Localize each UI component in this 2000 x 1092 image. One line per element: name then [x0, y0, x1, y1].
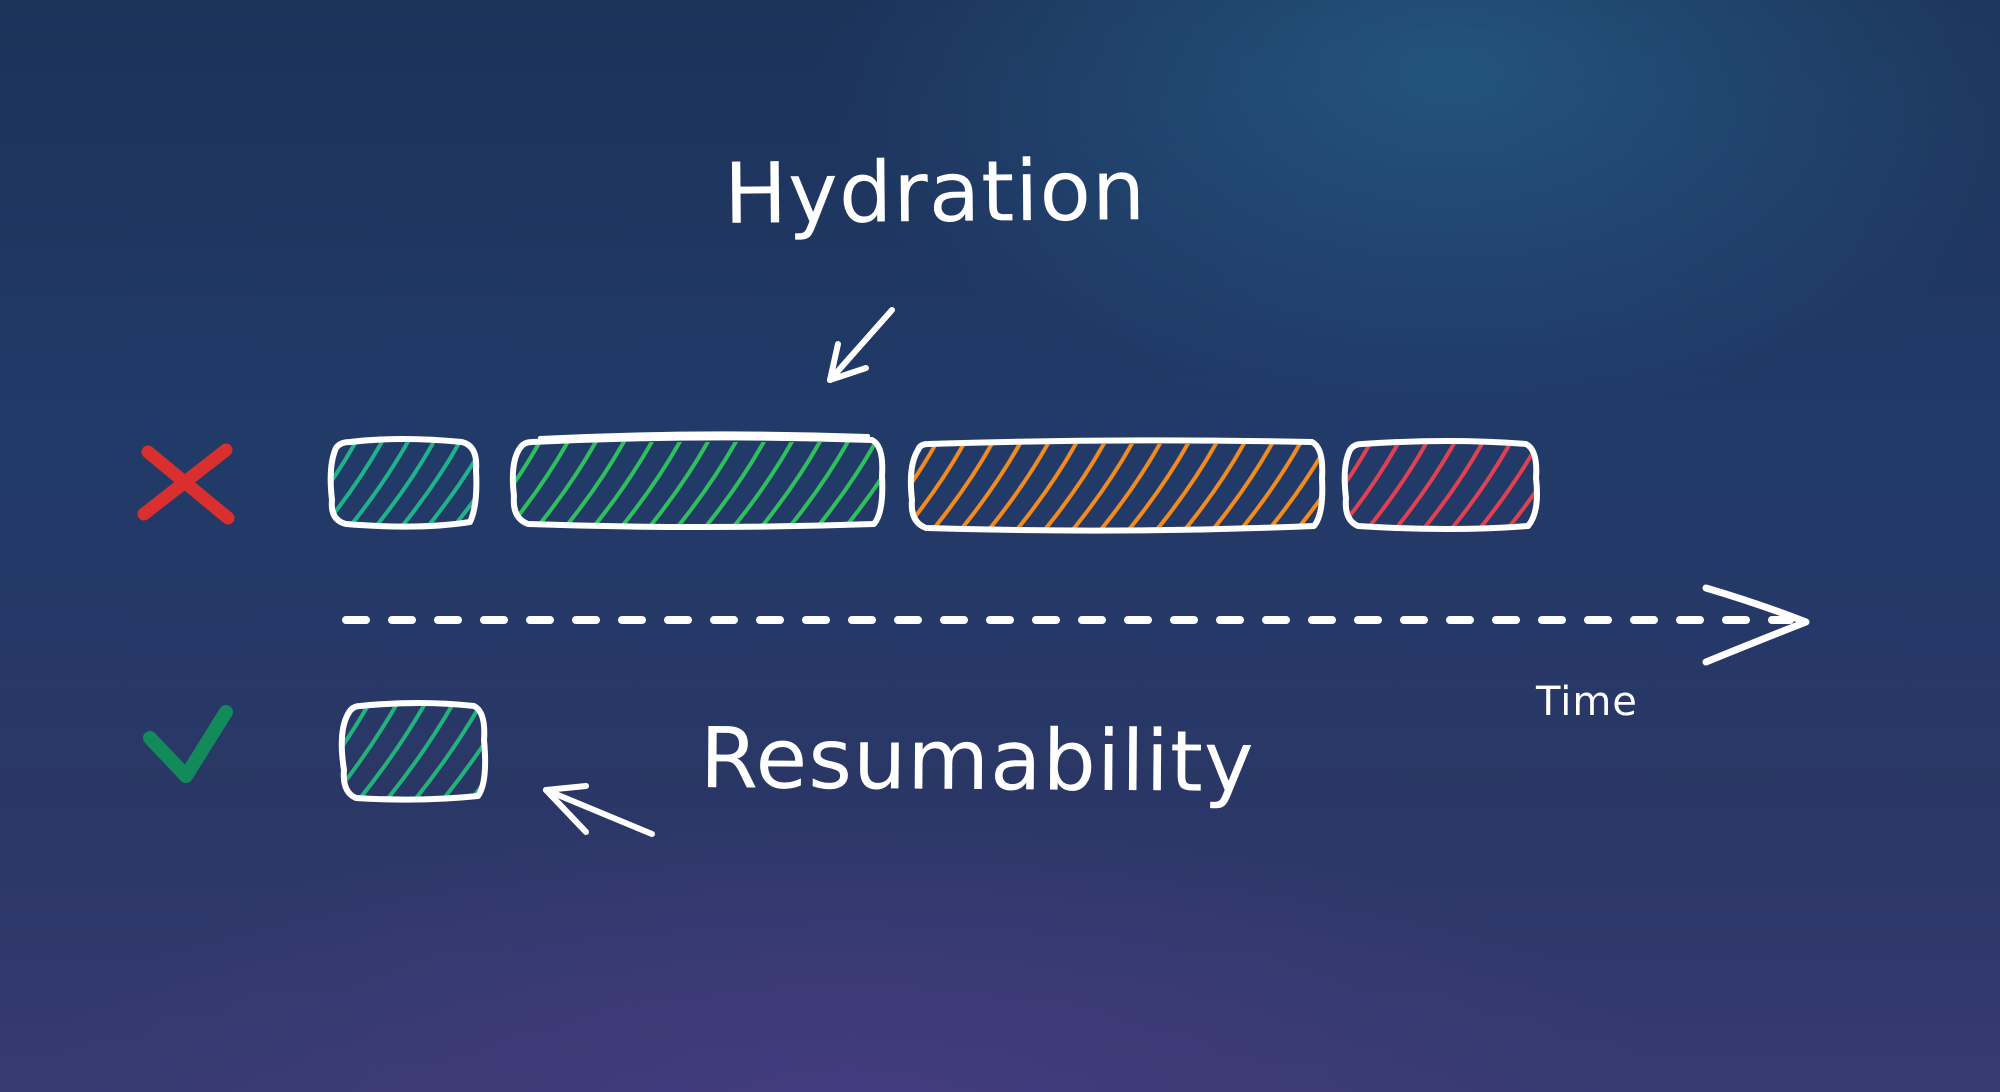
hatch-stroke	[1125, 444, 1192, 528]
hatch-stroke	[589, 442, 656, 526]
check-mark-icon	[143, 705, 233, 783]
hatch-stroke	[929, 444, 996, 528]
hatch-stroke	[355, 706, 428, 798]
hydration-step-box-4	[1341, 438, 1540, 532]
hatch-stroke	[345, 442, 412, 526]
hatch-stroke	[1419, 444, 1486, 528]
hatch-stroke	[342, 706, 372, 798]
hydration-step-box-3	[907, 437, 1326, 534]
resumability-label: Resumability	[699, 709, 1255, 811]
hatch-stroke	[477, 438, 540, 530]
hatch-stroke	[757, 442, 824, 526]
hatch-stroke	[841, 442, 882, 526]
hatch-stroke	[439, 706, 484, 798]
hatch-stroke	[1181, 444, 1248, 528]
hatch-stroke	[813, 442, 880, 526]
hatch-stroke	[1344, 444, 1374, 528]
hatch-stroke	[957, 444, 1024, 528]
hatch-stroke	[1293, 444, 1322, 528]
hatch-stroke	[411, 706, 484, 798]
hatch-stroke	[1237, 444, 1304, 528]
hatch-stroke	[1503, 444, 1536, 528]
hatch-stroke	[1447, 444, 1514, 528]
hatch-stroke	[1153, 444, 1220, 528]
hatch-stroke	[617, 442, 684, 526]
hatch-stroke	[673, 442, 740, 526]
hatch-stroke	[1097, 444, 1164, 528]
resumability-arrow	[543, 783, 655, 837]
hatch-stroke	[533, 442, 600, 526]
hatch-stroke	[342, 706, 400, 798]
hatch-stroke	[342, 706, 344, 798]
hatch-stroke	[1265, 444, 1322, 528]
hatch-stroke	[1391, 444, 1458, 528]
hatch-stroke	[985, 444, 1052, 528]
hatch-stroke	[1344, 444, 1346, 528]
hatch-stroke	[701, 442, 768, 526]
hatch-stroke	[423, 442, 474, 526]
hatch-stroke	[332, 442, 386, 526]
hatch-stroke	[1363, 444, 1430, 528]
hydration-step-box-1	[327, 436, 540, 530]
hatch-stroke	[910, 444, 940, 528]
hatch-stroke	[383, 706, 456, 798]
hatch-stroke	[371, 442, 438, 526]
hatch-stroke	[1041, 444, 1108, 528]
hatch-stroke	[561, 442, 628, 526]
hatch-stroke	[332, 442, 334, 526]
hatch-stroke	[397, 442, 464, 526]
hatch-stroke	[1069, 444, 1136, 528]
hatch-stroke	[514, 442, 544, 526]
hatch-stroke	[785, 442, 852, 526]
hatch-stroke	[332, 442, 360, 526]
hatch-stroke	[1013, 444, 1080, 528]
hatch-stroke	[729, 442, 796, 526]
resumability-step-box	[338, 700, 489, 803]
hydration-arrow	[827, 307, 895, 383]
hatch-stroke	[1209, 444, 1276, 528]
hydration-step-box-2	[509, 431, 886, 530]
hatch-stroke	[1531, 444, 1536, 528]
hatch-stroke	[645, 442, 712, 526]
time-axis	[342, 584, 1810, 666]
time-axis-label: Time	[1536, 679, 1638, 725]
hatch-stroke	[449, 442, 474, 526]
x-mark-icon	[137, 443, 235, 525]
hydration-label: Hydration	[723, 141, 1147, 243]
